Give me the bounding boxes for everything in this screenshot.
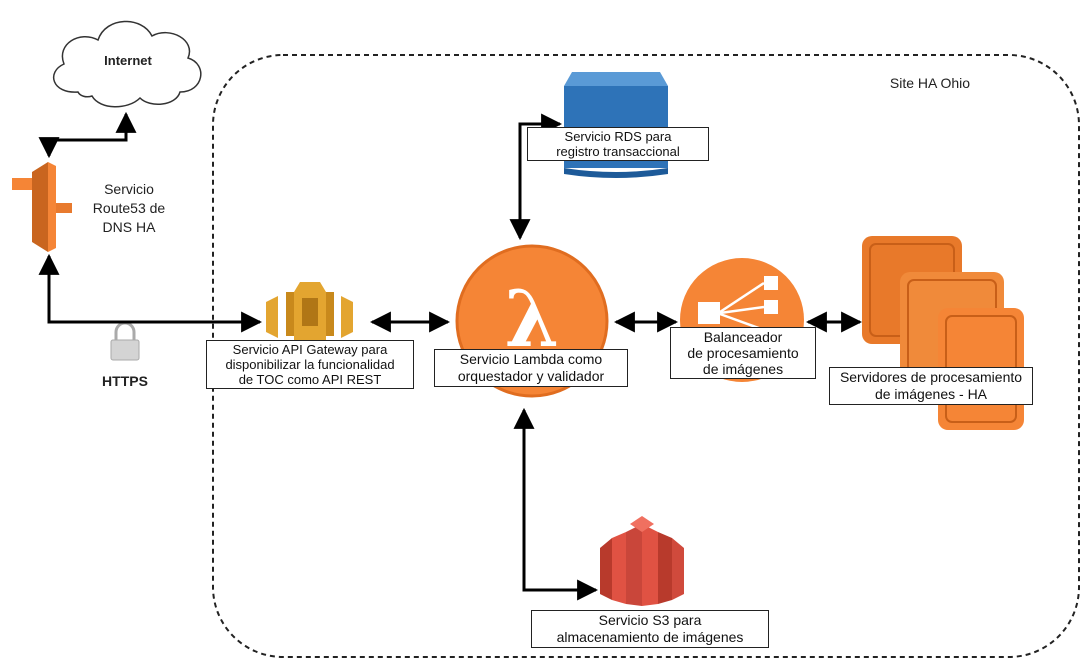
connectors xyxy=(38,111,863,601)
api-gateway-label: Servicio API Gateway para disponibilizar… xyxy=(206,340,414,389)
s3-label: Servicio S3 para almacenamiento de imáge… xyxy=(531,610,769,648)
api-gateway-icon xyxy=(266,282,353,340)
rds-label: Servicio RDS para registro transaccional xyxy=(527,127,709,161)
route53-label: Servicio Route53 de DNS HA xyxy=(92,181,166,235)
s3-bucket-icon xyxy=(600,516,684,606)
https-label: HTTPS xyxy=(102,373,148,389)
balancer-label: Balanceador de procesamiento de imágenes xyxy=(670,327,816,379)
site-boundary xyxy=(212,54,1080,658)
site-label: Site HA Ohio xyxy=(889,75,971,91)
lock-icon xyxy=(110,321,140,361)
connector-lambda-s3 xyxy=(513,407,599,601)
internet-label: Internet xyxy=(104,53,152,68)
lambda-label: Servicio Lambda como orquestador y valid… xyxy=(434,349,628,387)
connector-route53-gateway xyxy=(38,253,263,333)
route53-icon xyxy=(12,162,72,252)
connector-lambda-rds xyxy=(509,113,563,241)
servers-label: Servidores de procesamiento de imágenes … xyxy=(829,367,1033,405)
rds-database-icon xyxy=(564,72,668,178)
cloud-icon xyxy=(53,20,202,108)
connector-route53-internet xyxy=(38,111,137,159)
